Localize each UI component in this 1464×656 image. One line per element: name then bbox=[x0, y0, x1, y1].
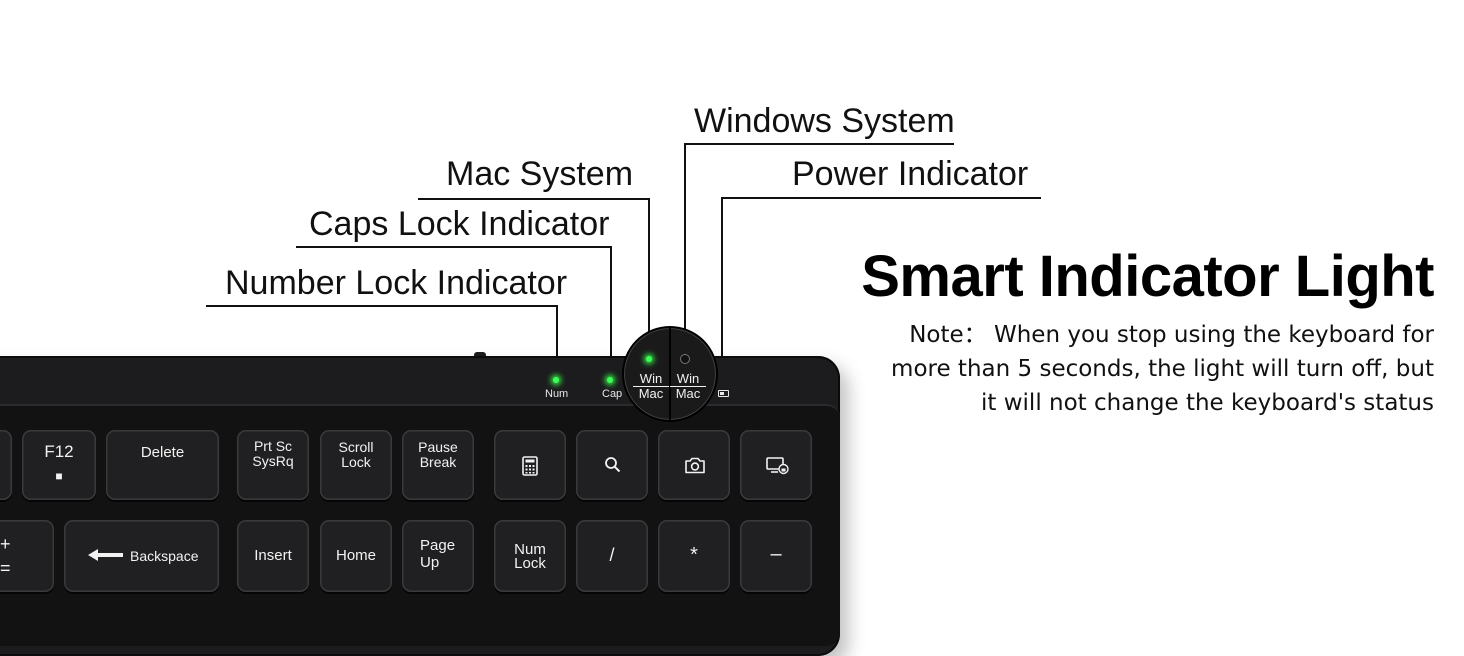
number-lock-leader bbox=[556, 305, 558, 373]
key-pageup-top: Page bbox=[420, 537, 456, 554]
key-home[interactable]: Home bbox=[320, 520, 392, 592]
key-home-label: Home bbox=[335, 547, 376, 564]
key-minus[interactable]: – bbox=[740, 520, 812, 592]
key-plus-label: + bbox=[0, 534, 11, 554]
key-camera[interactable] bbox=[658, 430, 730, 500]
power-indicator-label: Power Indicator bbox=[792, 155, 1029, 193]
windows-system-line bbox=[684, 143, 954, 145]
key-minus-label: – bbox=[770, 543, 782, 565]
caps-lock-led-label: Cap bbox=[602, 388, 623, 400]
key-calculator[interactable] bbox=[494, 430, 566, 500]
key-page-up[interactable]: Page Up bbox=[402, 520, 474, 592]
key-backspace[interactable]: Backspace bbox=[64, 520, 219, 592]
caps-lock-indicator-label: Caps Lock Indicator bbox=[309, 205, 610, 243]
key-f12-sublabel: ■ bbox=[55, 469, 63, 483]
mac-system-indicator-text: Win Mac bbox=[633, 372, 669, 401]
headline: Smart Indicator Light bbox=[861, 244, 1434, 309]
zoom-divider bbox=[669, 328, 671, 420]
windows-system-label: Windows System bbox=[694, 102, 955, 140]
key-pageup-bottom: Up bbox=[420, 554, 440, 571]
win-win-label: Win bbox=[670, 372, 706, 387]
backspace-arrow-icon bbox=[88, 549, 123, 561]
key-insert[interactable]: Insert bbox=[237, 520, 309, 592]
key-plus-equals[interactable]: + = bbox=[0, 520, 54, 592]
mac-system-label: Mac System bbox=[446, 155, 634, 193]
key-f12-label: F12 bbox=[44, 442, 74, 461]
power-indicator-leader bbox=[721, 197, 723, 381]
mac-system-leader bbox=[648, 198, 650, 356]
num-lock-led bbox=[553, 377, 559, 383]
key-pause-break[interactable]: Pause Break bbox=[402, 430, 474, 500]
windows-system-leader bbox=[684, 143, 686, 358]
note-line-2: more than 5 seconds, the light will turn… bbox=[891, 356, 1434, 382]
key-scroll-top: Scroll bbox=[338, 439, 374, 455]
caps-lock-line bbox=[296, 246, 612, 248]
mac-system-line bbox=[418, 198, 650, 200]
indicator-zoom-lens: Win Mac Win Mac bbox=[622, 326, 718, 422]
key-scroll-lock[interactable]: Scroll Lock bbox=[320, 430, 392, 500]
key-prtsc-bottom: SysRq bbox=[252, 453, 294, 469]
key-slash-label: / bbox=[609, 545, 615, 565]
note-line-1: Note： When you stop using the keyboard f… bbox=[909, 322, 1434, 348]
key-backspace-label: Backspace bbox=[130, 548, 199, 564]
note-line-3: it will not change the keyboard's status bbox=[981, 390, 1434, 416]
note-text: Note： When you stop using the keyboard f… bbox=[834, 318, 1434, 420]
caps-lock-led bbox=[607, 377, 613, 383]
key-prtsc-top: Prt Sc bbox=[253, 438, 293, 454]
power-indicator-line bbox=[721, 197, 1041, 199]
screen-lock-icon bbox=[766, 457, 789, 475]
keyboard-switch bbox=[474, 352, 486, 358]
search-icon bbox=[605, 457, 621, 473]
key-screen-lock[interactable] bbox=[740, 430, 812, 500]
key-num-lock[interactable]: Num Lock bbox=[494, 520, 566, 592]
key-scroll-bottom: Lock bbox=[341, 454, 371, 470]
mac-system-led bbox=[646, 356, 652, 362]
caps-lock-leader bbox=[610, 246, 612, 373]
camera-icon bbox=[685, 457, 705, 474]
key-numlock-top: Num bbox=[514, 541, 546, 558]
win-mac-label: Mac bbox=[675, 386, 701, 401]
key-slash[interactable]: / bbox=[576, 520, 648, 592]
key-asterisk-label: * bbox=[690, 544, 698, 566]
key-search[interactable] bbox=[576, 430, 648, 500]
number-lock-indicator-label: Number Lock Indicator bbox=[225, 264, 568, 302]
key-pause-bottom: Break bbox=[419, 454, 457, 470]
key-equals-label: = bbox=[0, 558, 11, 578]
battery-icon bbox=[718, 390, 729, 397]
key-pause-top: Pause bbox=[418, 439, 458, 455]
windows-system-indicator-text: Win Mac bbox=[670, 372, 706, 401]
number-lock-line bbox=[206, 305, 558, 307]
mac-win-label: Win bbox=[633, 372, 669, 387]
calculator-icon bbox=[522, 456, 538, 476]
key-f12[interactable]: F12 ■ bbox=[22, 430, 96, 500]
key-delete[interactable]: Delete bbox=[106, 430, 219, 500]
num-lock-led-label: Num bbox=[545, 388, 569, 400]
key-asterisk[interactable]: * bbox=[658, 520, 730, 592]
key-prtsc[interactable]: Prt Sc SysRq bbox=[237, 430, 309, 500]
windows-system-led bbox=[680, 354, 690, 364]
key-insert-label: Insert bbox=[254, 547, 292, 564]
key-f11-partial[interactable] bbox=[0, 430, 12, 500]
key-delete-label: Delete bbox=[140, 444, 185, 461]
key-numlock-bottom: Lock bbox=[514, 555, 546, 572]
mac-mac-label: Mac bbox=[638, 386, 664, 401]
